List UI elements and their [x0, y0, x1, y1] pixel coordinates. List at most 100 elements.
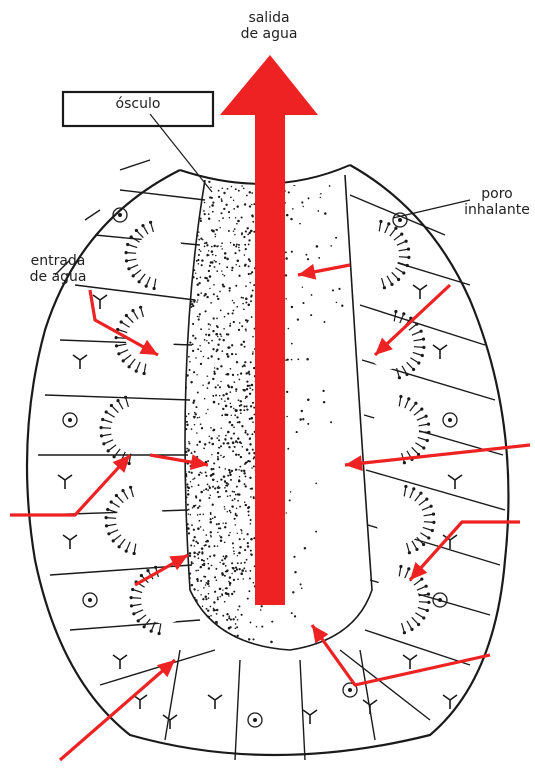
- stipple-dot: [198, 551, 200, 553]
- stipple-dot: [230, 403, 232, 405]
- stipple-dot: [226, 619, 228, 621]
- stipple-dot: [222, 274, 223, 275]
- choanocyte-nucleus: [143, 372, 146, 375]
- stipple-dot: [250, 538, 253, 541]
- stipple-dot: [217, 245, 219, 247]
- stipple-dot: [187, 637, 189, 639]
- stipple-dot: [191, 561, 193, 563]
- spicule-mark: [303, 710, 317, 724]
- choanocyte-nucleus: [390, 283, 393, 286]
- stipple-dot: [213, 429, 216, 432]
- stipple-dot: [200, 628, 202, 630]
- stipple-dot: [249, 393, 251, 395]
- stipple-dot: [237, 493, 239, 495]
- stipple-dot: [240, 400, 242, 402]
- stipple-dot: [248, 243, 250, 245]
- stipple-dot: [253, 497, 255, 499]
- stipple-dot: [190, 381, 192, 383]
- stipple-dot: [203, 356, 204, 357]
- stipple-dot: [231, 386, 234, 389]
- stipple-dot: [238, 399, 240, 401]
- stipple-dot: [207, 649, 209, 651]
- stipple-dot: [251, 467, 253, 469]
- stipple-dot: [238, 275, 240, 277]
- stipple-dot: [199, 514, 201, 516]
- stipple-dot: [210, 642, 212, 644]
- stipple-dot: [183, 225, 185, 227]
- stipple-dot: [178, 647, 180, 649]
- stipple-dot: [238, 552, 241, 555]
- stipple-dot: [235, 245, 237, 247]
- cell-partition: [235, 660, 240, 760]
- stipple-dot: [261, 626, 263, 628]
- stipple-dot: [182, 189, 185, 192]
- stipple-dot: [289, 499, 291, 501]
- stipple-dot: [194, 209, 196, 211]
- choanocyte-nucleus: [425, 415, 428, 418]
- stipple-dot: [186, 617, 188, 619]
- stipple-dot: [184, 279, 186, 281]
- stipple-dot: [178, 202, 180, 204]
- stipple-dot: [215, 609, 217, 611]
- stipple-dot: [218, 486, 220, 488]
- stipple-dot: [238, 247, 240, 249]
- stipple-dot: [251, 487, 253, 489]
- stipple-dot: [225, 592, 228, 595]
- stipple-dot: [238, 329, 240, 331]
- stipple-dot: [180, 211, 182, 213]
- stipple-dot: [232, 491, 234, 493]
- stipple-dot: [181, 359, 183, 361]
- stipple-dot: [209, 206, 210, 207]
- stipple-dot: [241, 532, 242, 533]
- stipple-dot: [186, 374, 188, 376]
- stipple-dot: [211, 204, 214, 207]
- stipple-dot: [180, 409, 181, 410]
- stipple-dot: [184, 624, 186, 626]
- choanocyte-nucleus: [407, 248, 410, 251]
- stipple-dot: [206, 340, 207, 341]
- stipple-dot: [207, 610, 209, 612]
- stipple-dot: [203, 629, 205, 631]
- stipple-dot: [292, 591, 294, 593]
- inflow-arrow-head: [312, 625, 328, 644]
- stipple-dot: [240, 456, 242, 458]
- stipple-dot: [185, 180, 187, 182]
- stipple-dot: [197, 527, 200, 530]
- choanocyte-nucleus: [422, 446, 425, 449]
- choanocyte-nucleus: [125, 251, 128, 254]
- stipple-dot: [221, 198, 223, 200]
- stipple-dot: [290, 218, 292, 220]
- choanocyte-nucleus: [106, 508, 109, 511]
- stipple-dot: [181, 626, 183, 628]
- stipple-dot: [233, 426, 235, 428]
- stipple-dot: [218, 435, 220, 437]
- stipple-dot: [244, 432, 246, 434]
- choanocyte-nucleus: [420, 330, 423, 333]
- stipple-dot: [297, 358, 299, 360]
- stipple-dot: [208, 485, 210, 487]
- stipple-dot: [229, 217, 230, 218]
- stipple-dot: [237, 500, 239, 502]
- stipple-dot: [245, 504, 247, 506]
- stipple-dot: [213, 371, 215, 373]
- stipple-dot: [251, 316, 253, 318]
- choanocyte-nucleus: [398, 376, 401, 379]
- stipple-dot: [234, 414, 236, 416]
- choanocyte-nucleus: [129, 486, 132, 489]
- choanocyte-nucleus: [105, 516, 108, 519]
- spicule-mark: [93, 295, 107, 309]
- choanocyte-nucleus: [397, 278, 400, 281]
- stipple-dot: [248, 304, 251, 307]
- stipple-dot: [212, 211, 214, 213]
- stipple-dot: [200, 220, 202, 222]
- stipple-dot: [302, 418, 304, 420]
- stipple-dot: [249, 191, 251, 193]
- stipple-dot: [243, 538, 245, 540]
- stipple-dot: [237, 578, 239, 580]
- choanocyte-nucleus: [422, 338, 425, 341]
- stipple-dot: [221, 242, 223, 244]
- stipple-dot: [248, 273, 250, 275]
- stipple-dot: [229, 510, 231, 512]
- cell-nucleolus: [398, 218, 402, 222]
- stipple-dot: [216, 368, 218, 370]
